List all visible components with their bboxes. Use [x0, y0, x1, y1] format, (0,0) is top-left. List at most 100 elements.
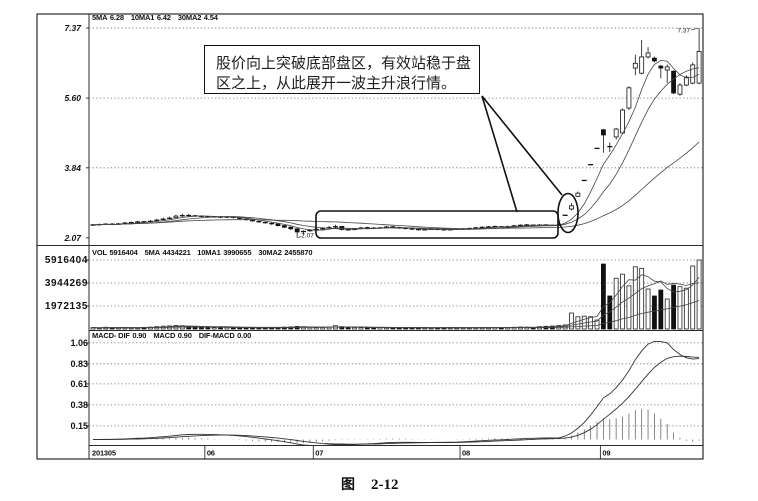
volume-bar — [664, 298, 670, 330]
candle-body — [664, 66, 670, 71]
candle — [262, 221, 268, 224]
volume-bar — [205, 327, 211, 330]
macd-tick-label: 0.83 — [70, 359, 88, 369]
candle-body — [613, 128, 619, 138]
volume-bar — [230, 327, 236, 330]
candle-body — [288, 226, 294, 230]
candle-body — [626, 87, 632, 109]
candle — [275, 223, 281, 227]
candle-body — [690, 64, 696, 84]
legend-value: 6.28 — [110, 13, 124, 22]
candle — [179, 213, 185, 217]
candle-body — [658, 65, 664, 69]
candle — [301, 230, 307, 235]
x-tick-label: 201305 — [92, 449, 116, 458]
candle-body — [639, 56, 645, 74]
candle-body — [173, 215, 179, 219]
volume-tick-label: 5916404 — [45, 255, 88, 266]
candle — [652, 56, 657, 63]
low-price-marker: 2.07 — [301, 232, 314, 239]
volume-bar — [690, 265, 696, 330]
high-price-marker: 7.37 — [677, 28, 690, 35]
candle — [517, 224, 523, 227]
candle — [256, 220, 262, 223]
volume-ma30-line — [92, 300, 700, 329]
candle — [332, 224, 338, 228]
legend-name: VOL — [92, 248, 108, 257]
candle-body — [569, 205, 574, 210]
candle — [626, 86, 632, 111]
candle — [696, 28, 702, 85]
legend-value: 0.00 — [237, 331, 251, 340]
candle — [645, 47, 651, 59]
legend-value: 5916404 — [109, 248, 138, 257]
legend-value: 2455870 — [284, 248, 312, 257]
volume-bar — [613, 277, 619, 330]
macd-tick-label: 0.61 — [70, 379, 88, 389]
legend-name: DIF-MACD — [199, 331, 236, 340]
volume-tick-label: 3944269 — [45, 278, 88, 289]
candle-body — [677, 84, 683, 95]
candle — [613, 127, 619, 140]
price-panel — [90, 28, 702, 238]
callout-line-to-breakout — [481, 95, 563, 196]
candle — [639, 39, 645, 75]
volume-bar — [211, 327, 217, 330]
volume-bar — [199, 326, 204, 330]
volume-bar — [601, 263, 606, 330]
candle-body — [632, 62, 638, 69]
candle — [167, 216, 173, 220]
candle — [186, 214, 192, 217]
volume-bar — [371, 327, 377, 330]
candle-body — [294, 228, 300, 233]
legend-value: 3990655 — [223, 248, 251, 257]
price-ma30-line — [92, 141, 700, 230]
volume-bar — [696, 259, 702, 330]
volume-bar — [575, 316, 581, 330]
volume-bar — [320, 327, 326, 330]
legend-name: 30MA2 — [178, 13, 201, 22]
legend-value: 0.90 — [132, 331, 146, 340]
candle-body — [652, 57, 657, 62]
candle — [479, 226, 485, 229]
legend-name: MACD- DIF — [92, 331, 130, 340]
base-range-highlight — [315, 210, 559, 239]
legend-name: MACD — [153, 331, 176, 340]
legend-name: 5MA — [92, 13, 108, 22]
x-tick-label: 06 — [207, 449, 215, 458]
candle-body — [645, 52, 651, 58]
macd-tick-label: 1.06 — [70, 338, 88, 348]
caption-number: 2-12 — [371, 477, 399, 493]
x-tick-label: 07 — [315, 449, 323, 458]
volume-bar — [652, 295, 657, 330]
volume-bar — [148, 326, 153, 330]
candle — [690, 62, 696, 85]
price-tick-label: 3.84 — [64, 163, 81, 173]
candle — [664, 64, 670, 84]
x-tick-label: 09 — [602, 449, 610, 458]
legend-value: 6.42 — [157, 13, 171, 22]
candle — [632, 54, 638, 76]
volume-bar — [683, 287, 689, 330]
chart-labels: 7.375.603.842.075916404394426919721351.0… — [45, 13, 699, 458]
candle-body — [671, 70, 676, 94]
volume-panel — [90, 259, 702, 330]
legend-name: 5MA — [145, 248, 161, 257]
macd-panel — [93, 340, 700, 445]
price-tick-label: 5.60 — [64, 93, 81, 103]
macd-tick-label: 0.15 — [70, 421, 88, 431]
candle-body — [275, 223, 281, 227]
candle — [569, 203, 574, 211]
candle — [173, 214, 179, 219]
volume-bar — [109, 327, 115, 330]
candle — [154, 218, 160, 222]
volume-bar — [645, 288, 651, 330]
price-ma10-line — [92, 67, 700, 230]
volume-bar — [364, 327, 370, 330]
volume-bar — [345, 326, 351, 330]
callout-line-to-base — [481, 95, 518, 213]
